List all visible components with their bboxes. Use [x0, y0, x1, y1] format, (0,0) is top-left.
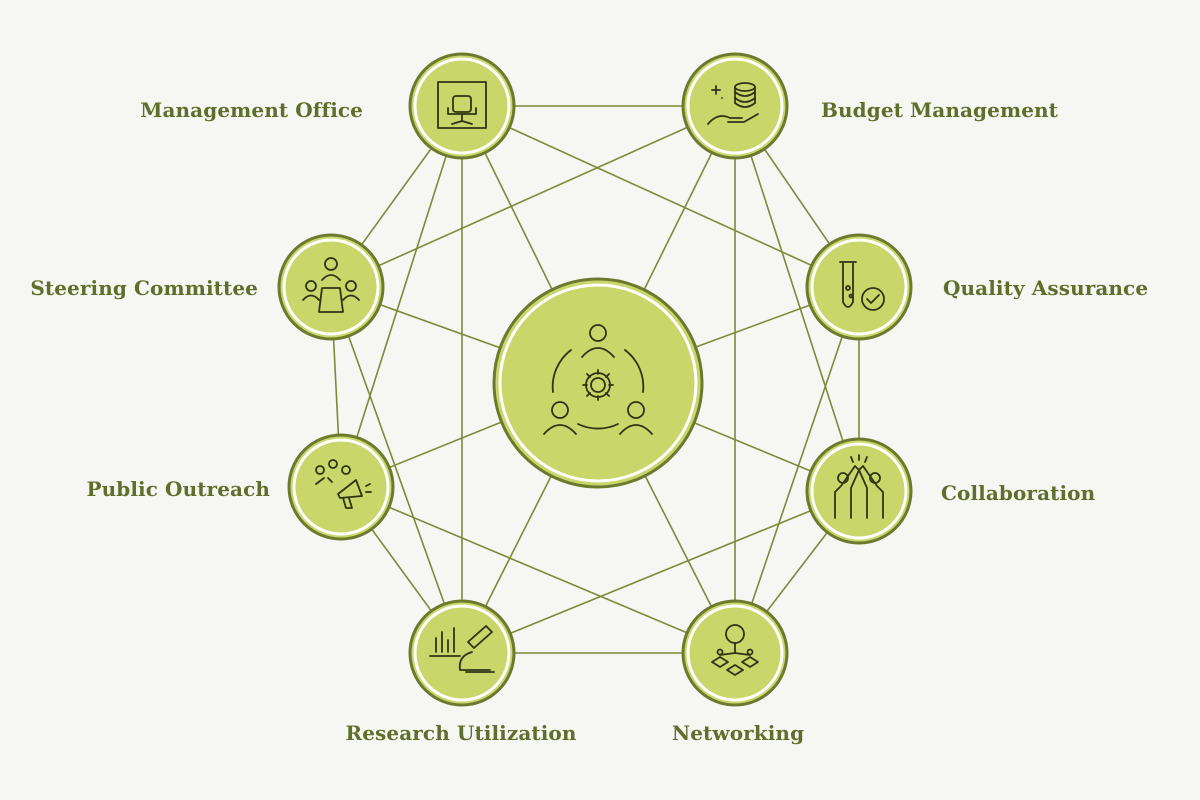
node-budget-management [681, 52, 789, 160]
high-five-icon [834, 454, 884, 519]
label-research-utilization: Research Utilization [345, 721, 577, 745]
connection-line-mo-qa [461, 105, 860, 288]
megaphone-icon [315, 459, 372, 509]
coins-hand-icon [707, 82, 759, 125]
meeting-table-icon [302, 257, 360, 313]
office-chair-icon [437, 81, 487, 129]
microscope-chart-icon [429, 625, 495, 673]
node-collaboration [805, 437, 913, 545]
connection-line-qa-nw [734, 286, 860, 654]
center-node [492, 277, 704, 489]
connection-line-co-ru [461, 490, 860, 654]
label-steering-committee: Steering Committee [30, 276, 258, 300]
connection-line-bm-co [734, 105, 860, 492]
connection-line-po-mo [340, 105, 463, 488]
node-steering-committee [277, 233, 385, 341]
node-public-outreach [287, 433, 395, 541]
label-collaboration: Collaboration [941, 481, 1096, 505]
label-public-outreach: Public Outreach [86, 477, 270, 501]
label-management-office: Management Office [140, 98, 363, 122]
label-networking: Networking [671, 721, 805, 745]
network-people-icon [711, 624, 759, 676]
label-budget-management: Budget Management [821, 98, 1059, 122]
connection-line-ru-sc [330, 286, 463, 654]
test-tube-check-icon [839, 261, 885, 311]
team-gear-icon [543, 324, 653, 435]
node-research-utilization [408, 599, 516, 707]
node-management-office [408, 52, 516, 160]
node-networking [681, 599, 789, 707]
connection-line-sc-bm [330, 105, 736, 288]
label-quality-assurance: Quality Assurance [943, 276, 1149, 300]
node-quality-assurance [805, 233, 913, 341]
connection-line-nw-po [340, 486, 736, 654]
